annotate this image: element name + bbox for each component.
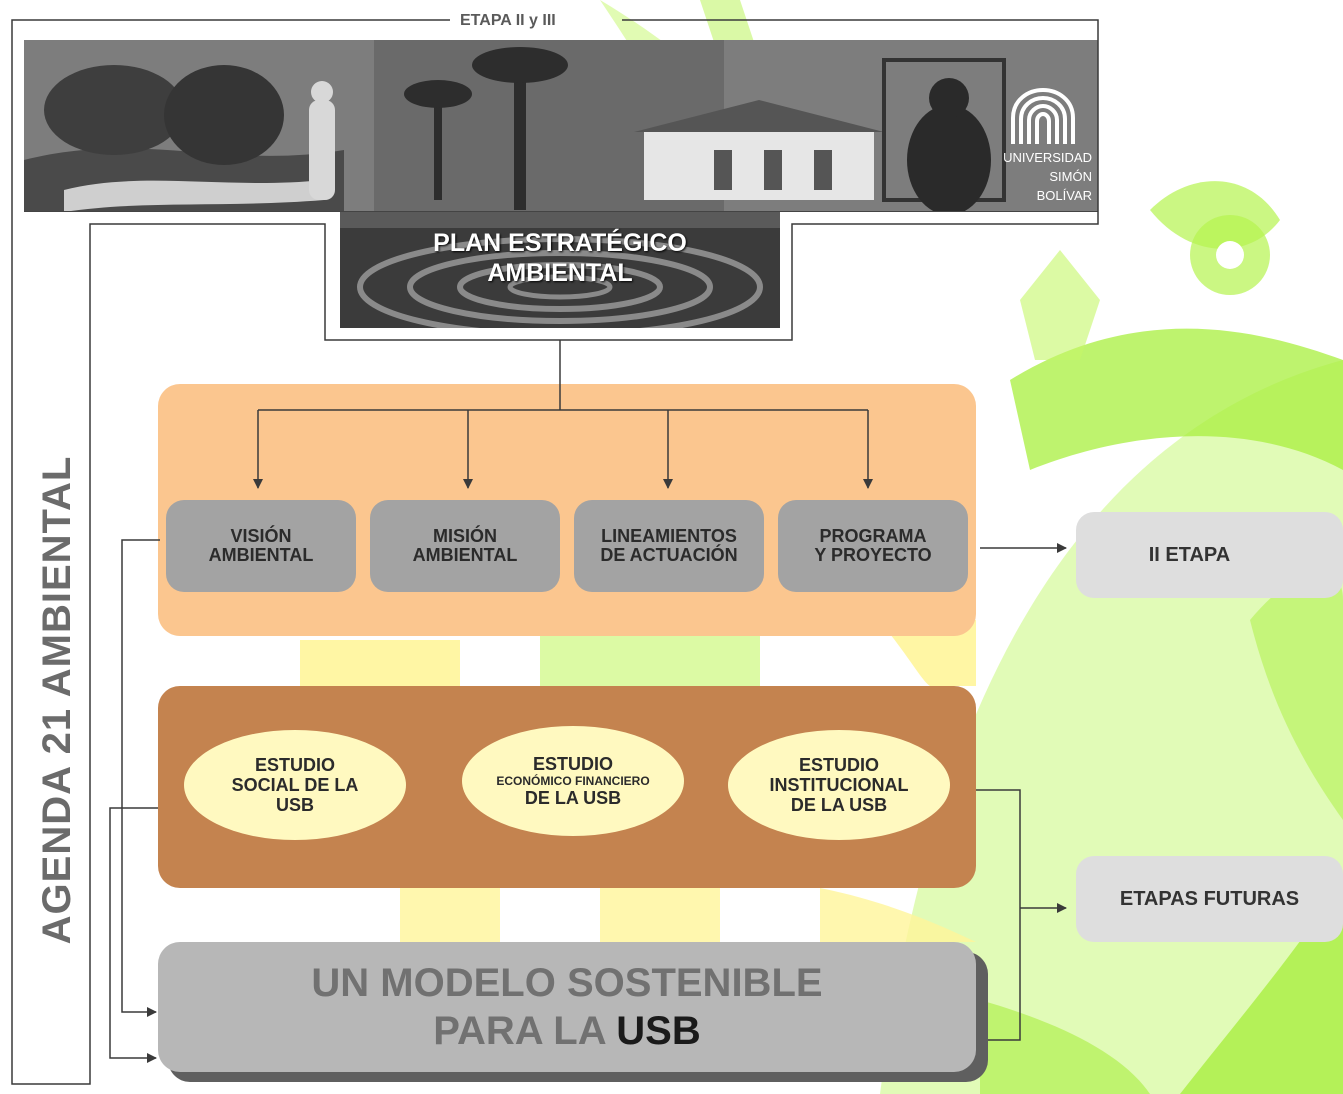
study-social-line1: ESTUDIO bbox=[254, 755, 335, 775]
pillar-vision: VISIÓN AMBIENTAL bbox=[166, 500, 356, 592]
pillar-program-line1: PROGRAMA bbox=[819, 526, 927, 546]
model-line2: PARA LA USB bbox=[433, 1007, 700, 1055]
study-institutional-line1: ESTUDIO bbox=[798, 755, 879, 775]
study-economic-line1: ESTUDIO bbox=[532, 754, 613, 774]
study-institutional-line2: INSTITUCIONAL bbox=[769, 775, 909, 795]
labyrinth-photo bbox=[340, 212, 780, 328]
model-line2-strong: USB bbox=[616, 1009, 701, 1053]
study-institutional: ESTUDIO INSTITUCIONAL DE LA USB bbox=[728, 730, 950, 840]
pillar-program-line2: Y PROYECTO bbox=[814, 545, 932, 565]
second-stage-box: II ETAPA bbox=[1076, 512, 1343, 598]
plan-title-line1: PLAN ESTRATÉGICO bbox=[433, 229, 687, 257]
study-social-line3: USB bbox=[275, 795, 314, 815]
study-social: ESTUDIO SOCIAL DE LA USB bbox=[184, 730, 406, 840]
plan-title-line2: AMBIENTAL bbox=[487, 259, 633, 287]
usb-logo-icon bbox=[1011, 87, 1075, 144]
university-name-line2: SIMÓN bbox=[1049, 169, 1092, 184]
study-social-line2: SOCIAL DE LA bbox=[231, 775, 359, 795]
pillar-guidelines-line2: DE ACTUACIÓN bbox=[600, 545, 738, 565]
pillar-program: PROGRAMA Y PROYECTO bbox=[778, 500, 968, 592]
stage-label: ETAPA II y III bbox=[460, 12, 556, 29]
pillar-vision-line2: AMBIENTAL bbox=[208, 545, 314, 565]
labyrinth-illustration bbox=[340, 212, 780, 328]
pillar-mission: MISIÓN AMBIENTAL bbox=[370, 500, 560, 592]
pillar-guidelines-line1: LINEAMIENTOS bbox=[601, 526, 737, 546]
campus-photo-illustration bbox=[24, 40, 1098, 212]
second-stage-label: II ETAPA bbox=[1148, 543, 1231, 566]
agenda-21-label: AGENDA 21 AMBIENTAL bbox=[35, 455, 79, 945]
study-economic: ESTUDIO ECONÓMICO FINANCIERO DE LA USB bbox=[462, 726, 684, 836]
study-economic-line2: ECONÓMICO FINANCIERO bbox=[496, 774, 650, 788]
sustainable-model-box: UN MODELO SOSTENIBLE PARA LA USB bbox=[158, 942, 976, 1072]
university-name-line1: UNIVERSIDAD bbox=[1003, 150, 1092, 165]
campus-photo-banner bbox=[24, 40, 1098, 212]
study-institutional-line3: DE LA USB bbox=[790, 795, 888, 815]
university-logo: UNIVERSIDAD SIMÓN BOLÍVAR bbox=[988, 86, 1092, 210]
pillar-mission-line2: AMBIENTAL bbox=[412, 545, 518, 565]
plan-title: PLAN ESTRATÉGICO AMBIENTAL bbox=[340, 228, 780, 288]
study-economic-line3: DE LA USB bbox=[524, 788, 622, 808]
university-name-line3: BOLÍVAR bbox=[1036, 188, 1092, 203]
pillar-guidelines: LINEAMIENTOS DE ACTUACIÓN bbox=[574, 500, 764, 592]
future-stages-label: ETAPAS FUTURAS bbox=[1119, 887, 1300, 910]
university-name: UNIVERSIDAD SIMÓN BOLÍVAR bbox=[1003, 148, 1092, 205]
model-line1: UN MODELO SOSTENIBLE bbox=[311, 961, 823, 1005]
pillar-mission-line1: MISIÓN bbox=[432, 526, 497, 546]
model-line2-prefix: PARA LA bbox=[433, 1009, 617, 1053]
pillar-vision-line1: VISIÓN bbox=[230, 526, 292, 546]
future-stages-box: ETAPAS FUTURAS bbox=[1076, 856, 1343, 942]
